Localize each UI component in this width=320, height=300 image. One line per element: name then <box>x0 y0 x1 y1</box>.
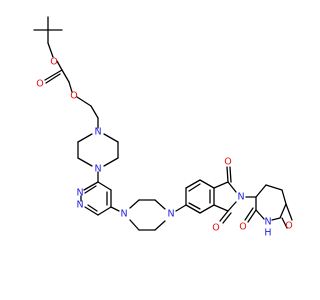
bond <box>229 166 232 183</box>
bond <box>175 204 187 212</box>
bond <box>97 206 112 216</box>
bond <box>271 217 281 221</box>
bond <box>244 207 254 221</box>
bonds <box>33 16 293 231</box>
nitrogen-atom-label: N <box>94 164 101 175</box>
bond <box>222 212 232 224</box>
bond <box>83 181 99 191</box>
bond <box>103 133 119 143</box>
bond <box>56 60 63 71</box>
bond <box>76 96 92 107</box>
molecule-structure: O O O N N N N N N O O N O O N H <box>33 16 293 239</box>
bond <box>103 157 119 167</box>
nitrogen-atom-label: N <box>237 192 244 203</box>
bond <box>265 184 283 191</box>
bond <box>129 199 140 209</box>
nitrogen-atom-label: N <box>76 200 83 211</box>
oxygen-atom-label: O <box>239 222 246 233</box>
bond <box>188 202 201 210</box>
bond <box>90 105 99 119</box>
bond <box>227 201 237 212</box>
oxygen-atom-label: O <box>224 157 231 168</box>
bond <box>185 179 201 189</box>
bond <box>87 204 98 212</box>
bond <box>219 210 229 222</box>
bond <box>247 209 257 223</box>
nitrogen-atom-label: N <box>167 209 174 220</box>
bond <box>285 203 293 221</box>
bond <box>255 209 265 220</box>
bond <box>61 69 70 83</box>
bond <box>188 183 201 192</box>
bond <box>213 181 229 189</box>
bond <box>255 184 267 198</box>
bond <box>199 179 215 189</box>
bond <box>77 157 93 167</box>
bond <box>281 189 287 205</box>
bond <box>68 81 73 93</box>
bond <box>77 133 93 143</box>
bond <box>44 69 63 81</box>
bond <box>227 181 237 193</box>
hydrogen-atom-label: H <box>264 228 271 239</box>
oxygen-atom-label: O <box>36 79 43 90</box>
bond <box>213 204 229 212</box>
nitrogen-atom-label: N <box>76 188 83 199</box>
bond <box>279 203 287 219</box>
bond <box>97 181 112 191</box>
bond <box>84 206 99 216</box>
oxygen-atom-label: O <box>70 91 77 102</box>
oxygen-atom-label: O <box>50 57 57 68</box>
nitrogen-atom-label: N <box>120 209 127 220</box>
bond <box>199 204 215 214</box>
bond <box>226 166 229 183</box>
bond <box>185 204 201 214</box>
bond <box>154 220 166 231</box>
bond <box>47 42 54 58</box>
structure-diagram: O O O N N N N N N O O N O O N H <box>33 16 293 239</box>
nitrogen-atom-label: N <box>264 217 271 228</box>
bond <box>154 199 166 210</box>
bond <box>281 217 288 229</box>
bond <box>110 206 120 212</box>
oxygen-atom-label: O <box>285 221 292 232</box>
oxygen-atom-label: O <box>212 223 219 234</box>
nitrogen-atom-label: N <box>94 127 101 138</box>
bond <box>129 219 140 231</box>
bond <box>84 185 97 194</box>
atom-labels: O O O N N N N N N O O N O O N H <box>36 57 292 239</box>
bond <box>45 73 61 84</box>
